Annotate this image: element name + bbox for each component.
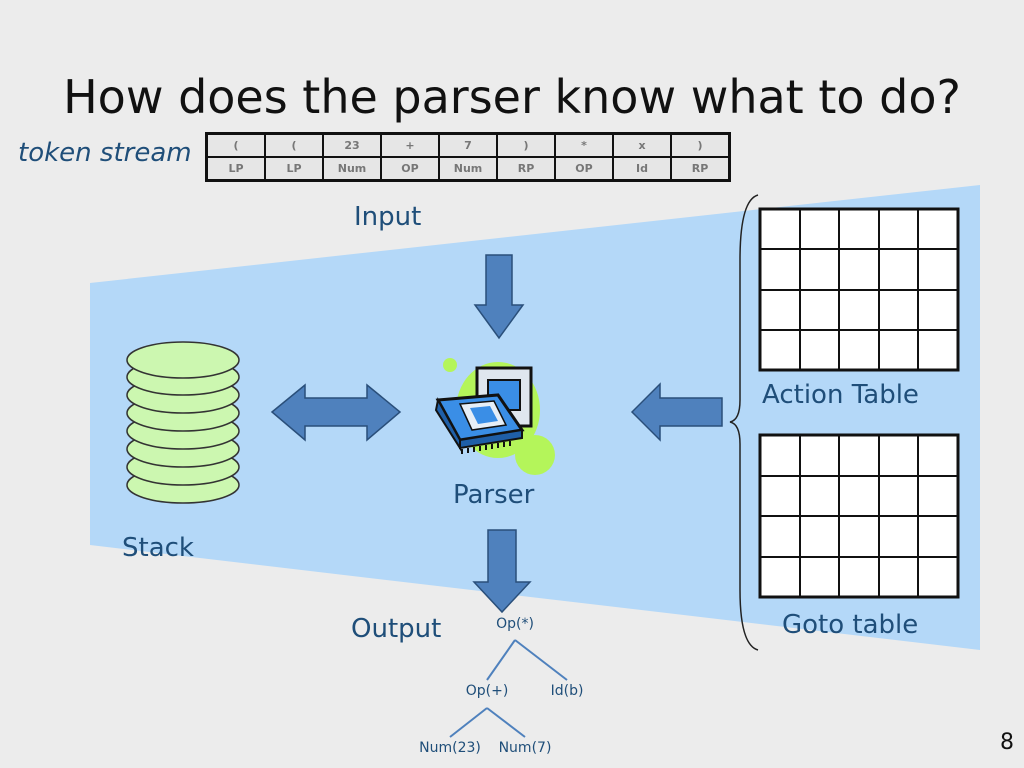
tree-node-left-right: Num(7)	[498, 740, 552, 756]
token-type: Id	[612, 156, 672, 182]
input-arrow	[473, 254, 525, 340]
token-value: *	[554, 132, 614, 158]
input-label: Input	[354, 202, 422, 232]
goto-table-grid	[758, 433, 960, 599]
page-number: 8	[1000, 730, 1014, 755]
token-value: x	[612, 132, 672, 158]
tree-node-left: Op(+)	[465, 683, 509, 699]
tree-node-root: Op(*)	[496, 616, 534, 632]
parser-label: Parser	[453, 480, 535, 510]
token-type: Num	[322, 156, 382, 182]
token-stream-table: ( ( 23 + 7 ) * x ) LP LP Num OP Num RP O…	[205, 132, 731, 182]
stack-disks	[126, 341, 240, 504]
brace	[729, 194, 759, 651]
token-type: OP	[554, 156, 614, 182]
token-type: RP	[496, 156, 556, 182]
token-type: LP	[205, 156, 266, 182]
token-value: )	[496, 132, 556, 158]
stack-double-arrow	[270, 383, 402, 442]
goto-table-label: Goto table	[782, 610, 919, 640]
token-value: 23	[322, 132, 382, 158]
tree-node-right: Id(b)	[550, 683, 584, 699]
token-value: )	[670, 132, 731, 158]
parser-chip-icon	[434, 358, 555, 475]
token-value: (	[205, 132, 266, 158]
token-type: RP	[670, 156, 731, 182]
token-value: +	[380, 132, 440, 158]
output-label: Output	[351, 614, 442, 644]
token-types-row: LP LP Num OP Num RP OP Id RP	[205, 156, 731, 182]
tree-node-left-left: Num(23)	[419, 740, 481, 756]
slide-title: How does the parser know what to do?	[63, 70, 961, 124]
output-arrow	[472, 529, 532, 614]
action-table-grid	[758, 207, 960, 372]
token-values-row: ( ( 23 + 7 ) * x )	[205, 132, 731, 158]
token-value: (	[264, 132, 324, 158]
stack-label: Stack	[122, 533, 194, 563]
action-table-label: Action Table	[762, 380, 919, 410]
token-stream-label: token stream	[18, 138, 192, 168]
tree-edges	[449, 639, 568, 738]
token-type: LP	[264, 156, 324, 182]
token-type: Num	[438, 156, 498, 182]
token-value: 7	[438, 132, 498, 158]
table-arrow	[630, 382, 723, 442]
token-type: OP	[380, 156, 440, 182]
